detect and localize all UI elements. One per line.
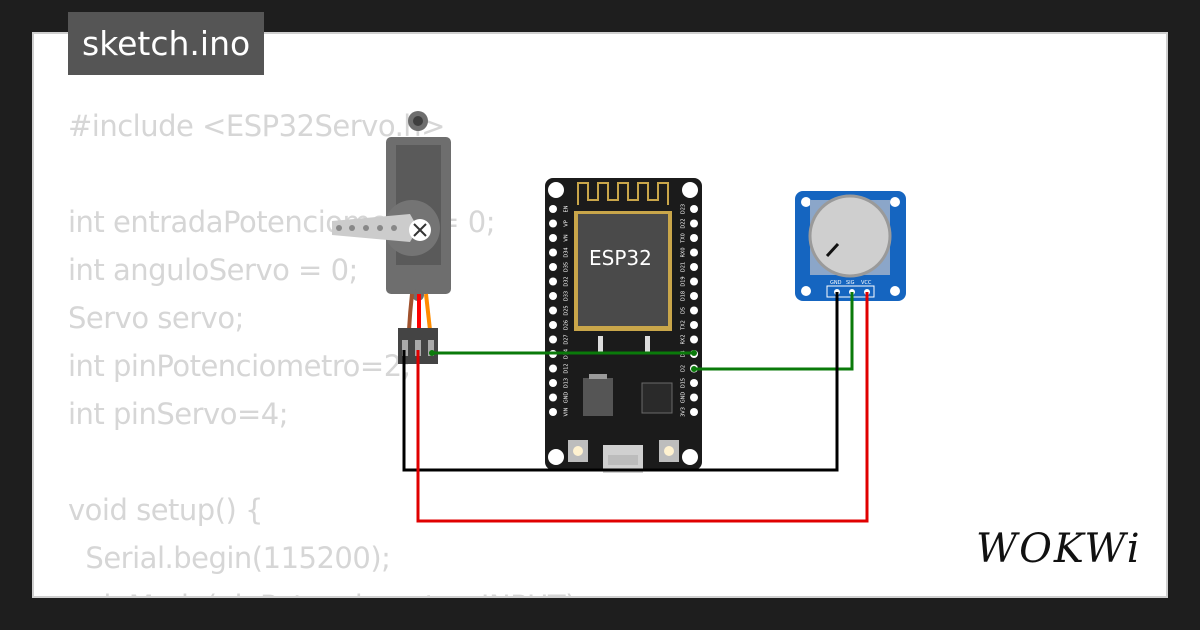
esp32-pin-label: D25	[564, 305, 570, 315]
pot-pin-sig: SIG	[846, 280, 855, 286]
esp32-pin[interactable]	[549, 393, 557, 402]
esp32-pin-label: TX0	[681, 233, 687, 244]
servo-horn[interactable]	[332, 214, 418, 242]
wire-ground[interactable]	[402, 292, 839, 472]
esp32-pin-label: D35	[564, 262, 570, 272]
pot-pin-vcc: VCC	[861, 280, 872, 286]
code-line: int anguloServo = 0;	[68, 253, 358, 287]
esp32-pin[interactable]	[549, 379, 557, 387]
esp32-pin-label: D22	[681, 218, 687, 228]
esp32-pin[interactable]	[690, 292, 698, 300]
esp32-pin[interactable]	[549, 408, 557, 416]
esp32-pin-label: D34	[564, 247, 570, 257]
esp32-pin[interactable]	[690, 335, 698, 344]
esp32-pin[interactable]	[549, 306, 557, 315]
esp32-pin[interactable]	[690, 306, 698, 315]
esp32-pin-label: D19	[681, 276, 687, 286]
esp32-pin[interactable]	[690, 219, 698, 228]
esp32-pin[interactable]	[549, 248, 557, 257]
esp32-pin-label: D13	[564, 378, 570, 388]
esp32-pin[interactable]	[549, 219, 557, 228]
esp32-pin[interactable]	[690, 263, 698, 271]
esp32-pin-label: VP	[564, 220, 570, 226]
esp32-pin-label: VIN	[564, 407, 570, 416]
esp32-pin[interactable]	[549, 364, 557, 373]
esp32-pin[interactable]	[690, 379, 698, 387]
esp32-chip-label: ESP32	[589, 246, 652, 270]
code-line: Servo servo;	[68, 301, 244, 335]
esp32-pin-label: D2	[681, 365, 687, 372]
esp32-pin-label: GND	[564, 392, 570, 404]
servo-motor[interactable]	[332, 111, 451, 364]
esp32-pin[interactable]	[690, 248, 698, 257]
esp32-pin[interactable]	[549, 263, 557, 271]
esp32-pin-label: TX2	[681, 320, 687, 331]
esp32-pin-label: D32	[564, 276, 570, 286]
esp32-chip	[578, 214, 668, 326]
code-line: void setup() {	[68, 493, 264, 527]
potentiometer-knob[interactable]	[808, 194, 892, 278]
esp32-pin[interactable]	[549, 205, 557, 213]
esp32-pin[interactable]	[690, 205, 698, 213]
esp32-board[interactable]: ENVPVND34D35D32D33D25D26D27D14D12D13GNDV…	[545, 178, 702, 473]
wokwi-logo: WOKWi	[976, 526, 1142, 572]
esp32-pin[interactable]	[690, 234, 698, 242]
esp32-pin[interactable]	[549, 234, 557, 242]
esp32-pin[interactable]	[690, 321, 698, 329]
pot-pin-gnd: GND	[830, 280, 842, 286]
potentiometer[interactable]: GND SIG VCC	[795, 191, 906, 301]
code-preview: #include <ESP32Servo.h> int entradaPoten…	[68, 102, 586, 596]
esp32-pin[interactable]	[690, 393, 698, 402]
esp32-pin-label: EN	[564, 205, 570, 212]
file-tab[interactable]: sketch.ino	[68, 12, 265, 75]
esp32-pin[interactable]	[549, 335, 557, 344]
esp32-pin-label: D33	[564, 291, 570, 301]
esp32-pin-label: D18	[681, 291, 687, 301]
wires	[402, 292, 869, 523]
boot-button[interactable]	[573, 446, 583, 456]
esp32-pin[interactable]	[690, 277, 698, 286]
esp32-pin-label: D5	[681, 307, 687, 314]
esp32-pin-label: VN	[564, 234, 570, 241]
wire-power[interactable]	[416, 292, 869, 523]
esp32-pin-label: D21	[681, 262, 687, 272]
code-line: pinMode(pinPotenciometro, INPUT);	[68, 582, 585, 596]
reset-button[interactable]	[664, 446, 674, 456]
esp32-pin-label: D23	[681, 204, 687, 214]
esp32-pin-label: 3V3	[681, 407, 687, 417]
esp32-pin[interactable]	[549, 292, 557, 300]
esp32-pin-label: D26	[564, 320, 570, 330]
esp32-pin[interactable]	[690, 408, 698, 416]
code-line: int pinServo=4;	[68, 397, 288, 431]
esp32-pin-label: RX2	[681, 334, 687, 344]
wire-pot-signal[interactable]	[694, 292, 854, 371]
code-line: Serial.begin(115200);	[68, 541, 391, 575]
esp32-pin-label: GND	[681, 392, 687, 404]
esp32-pin-label: D15	[681, 378, 687, 388]
code-line: int pinPotenciometro=2;	[68, 349, 411, 383]
diagram-canvas: #include <ESP32Servo.h> int entradaPoten…	[34, 34, 1166, 596]
esp32-pin[interactable]	[549, 277, 557, 286]
esp32-pin-label: RX0	[681, 247, 687, 257]
esp32-pin[interactable]	[549, 321, 557, 329]
esp32-pin-label: D12	[564, 363, 570, 373]
esp32-pin-label: D27	[564, 334, 570, 344]
